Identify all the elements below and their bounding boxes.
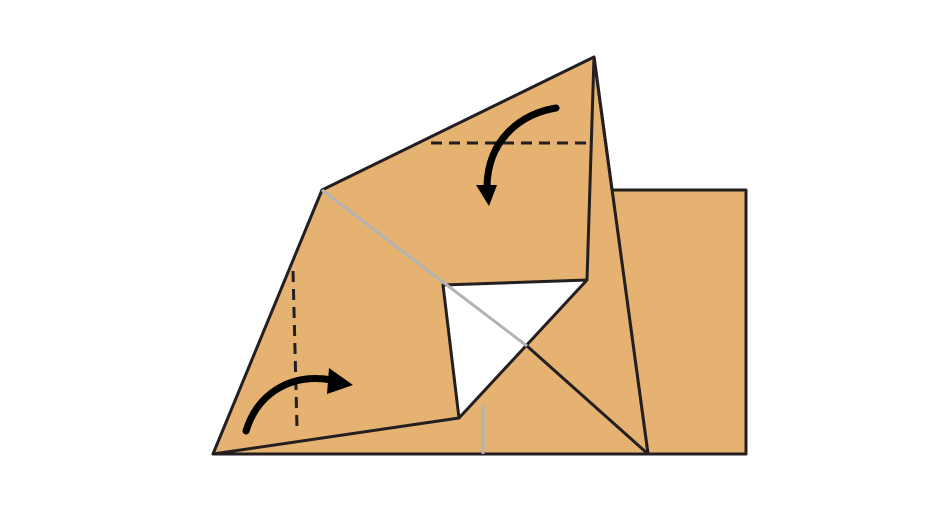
- valley-fold-left: [291, 270, 299, 429]
- curved-arrow-icon: [242, 375, 336, 435]
- crease-line-diagonal: [321, 188, 528, 348]
- fold-arrow-upper: [476, 104, 560, 206]
- curved-arrow-icon: [483, 104, 560, 190]
- fold-edge-back-left: [592, 56, 614, 191]
- inner-pocket: [441, 278, 589, 420]
- fold-edge-upper-flap: [585, 56, 596, 281]
- fold-arrow-left: [242, 368, 353, 435]
- arrow-head-left: [327, 368, 353, 394]
- arrow-head-upper: [476, 185, 497, 206]
- fold-edge-lower-flap: [212, 416, 460, 456]
- fold-edge-diagonal: [526, 344, 649, 456]
